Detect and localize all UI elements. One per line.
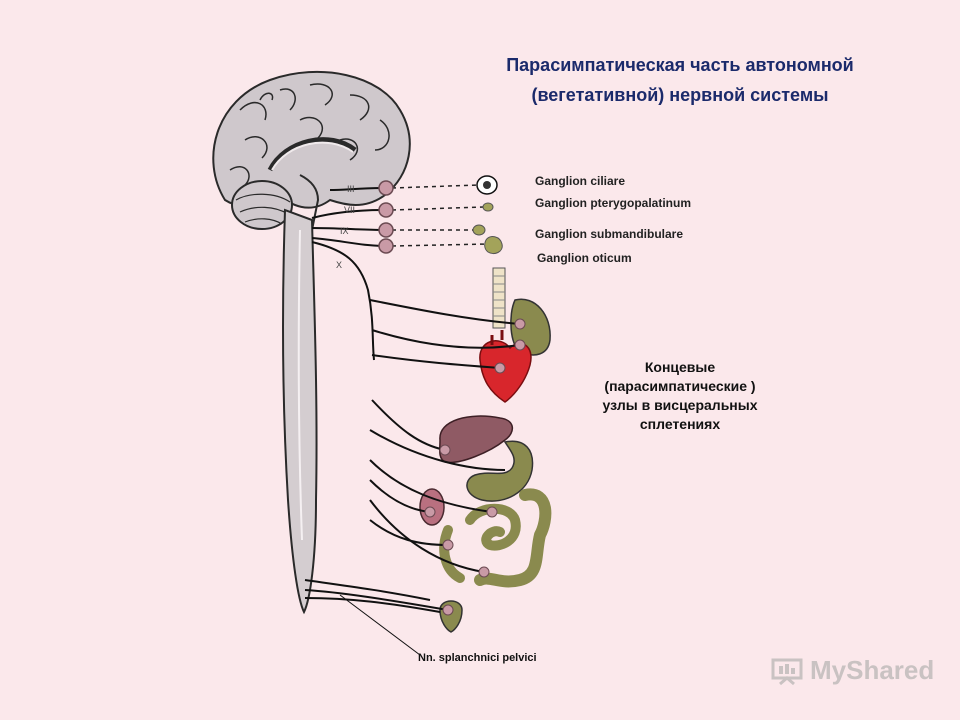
- vagus-branches: [369, 299, 521, 573]
- terminal-ganglia: [424, 318, 526, 616]
- ganglion-pterygopalatinum-node: [378, 202, 394, 218]
- label-ganglion-submandibulare: Ganglion submandibulare: [535, 227, 684, 241]
- slide-title: Парасимпатическая часть автономной (веге…: [460, 50, 900, 110]
- submandibular-gland: [472, 224, 486, 236]
- cranial-nerves: [311, 187, 386, 361]
- postganglionic-dashed: [391, 184, 489, 247]
- terminal-nodes-label: Концевые (парасимпатические ) узлы в вис…: [570, 358, 790, 434]
- ganglion-submandibulare-node: [378, 222, 394, 238]
- nerve-ix-label: IX: [340, 226, 349, 236]
- title-line-1: Парасимпатическая часть автономной: [506, 55, 854, 75]
- parotid-gland: [484, 236, 503, 255]
- nerve-iii-label: III: [347, 184, 355, 194]
- label-ganglion-pterygopalatinum: Ganglion pterygopalatinum: [535, 196, 692, 210]
- eye: [476, 175, 498, 195]
- ganglion-ciliare-node: [378, 180, 394, 196]
- trachea: [492, 267, 506, 329]
- liver: [438, 415, 513, 464]
- terminal-line-1: Концевые: [644, 359, 716, 375]
- label-ganglion-ciliare: Ganglion ciliare: [535, 174, 626, 188]
- pelvic-nerves-label: Nn. splanchnici pelvici: [418, 652, 537, 664]
- watermark: MyShared: [770, 655, 934, 686]
- ganglion-oticum-node: [378, 238, 394, 254]
- terminal-line-2: (парасимпатические ): [604, 378, 756, 394]
- cerebellum: [231, 180, 293, 230]
- title-line-2: (вегетативной) нервной системы: [531, 85, 829, 105]
- watermark-text: MyShared: [810, 655, 935, 685]
- nerve-x-label: X: [336, 260, 342, 270]
- nerve-labels: III VII IX X: [336, 184, 355, 270]
- lacrimal-gland: [482, 202, 494, 212]
- heart: [479, 330, 532, 403]
- presentation-icon: [771, 658, 803, 685]
- cranial-ganglia: [378, 180, 394, 254]
- terminal-line-4: сплетениях: [639, 416, 721, 432]
- terminal-line-3: узлы в висцеральных: [602, 397, 758, 413]
- spinal-cord: [282, 208, 318, 615]
- label-ganglion-oticum: Ganglion oticum: [537, 251, 632, 265]
- stomach: [466, 440, 534, 502]
- nerve-vii-label: VII: [344, 205, 355, 215]
- pelvic-splanchnic-nerves: [304, 579, 449, 656]
